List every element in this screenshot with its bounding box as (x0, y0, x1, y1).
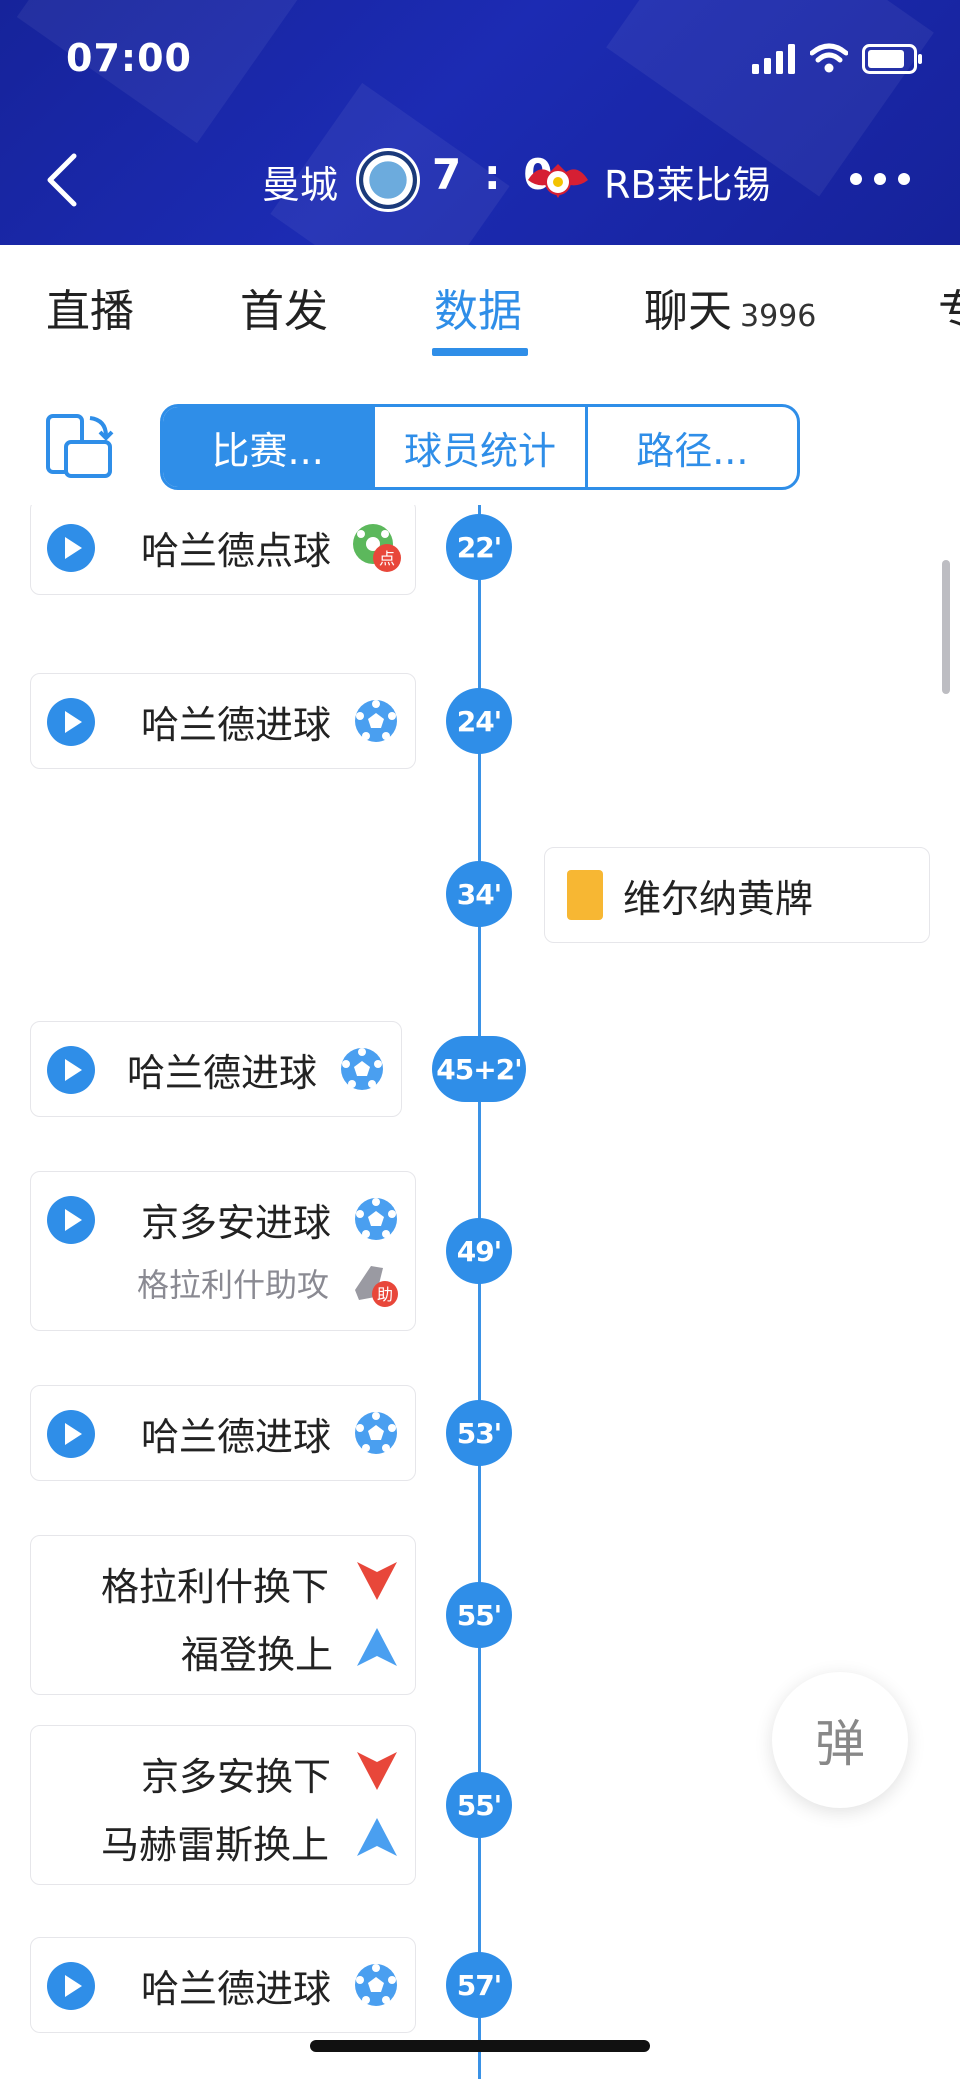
play-video-icon[interactable] (47, 1410, 95, 1458)
yellow-card-icon (567, 870, 603, 920)
home-team-name[interactable]: 曼城 (262, 163, 339, 207)
more-options-icon[interactable] (848, 164, 912, 194)
event-subtext: 福登换上 (181, 1633, 334, 1677)
event-card[interactable]: 哈兰德进球 (30, 673, 416, 769)
event-text: 格拉利什换下 (101, 1565, 330, 1609)
away-team-name[interactable]: RB莱比锡 (604, 163, 771, 207)
segment-row: 比赛... 球员统计 路径... (0, 380, 960, 510)
battery-icon (862, 44, 922, 74)
football-icon (355, 1412, 397, 1454)
home-indicator[interactable] (310, 2040, 650, 2052)
event-text: 维尔纳黄牌 (623, 877, 814, 921)
back-arrow-icon[interactable] (40, 150, 90, 210)
assist-boot-icon: 助 (355, 1266, 398, 1307)
svg-text:助: 助 (377, 1285, 393, 1304)
scrollbar[interactable] (942, 560, 950, 694)
nav-row: 曼城 7 : 0 RB莱比锡 (0, 140, 960, 220)
event-text: 京多安换下 (141, 1755, 332, 1799)
tab-lineup[interactable]: 首发 (240, 286, 328, 337)
event-minute: 34' (446, 861, 512, 927)
event-minute: 24' (446, 688, 512, 754)
chat-count-badge: 3996 (740, 299, 817, 334)
event-minute: 55' (446, 1772, 512, 1838)
penalty-icon: 点 (353, 524, 401, 572)
event-card[interactable]: 京多安进球 格拉利什助攻 助 (30, 1171, 416, 1331)
wifi-icon (810, 43, 848, 73)
status-time: 07:00 (66, 36, 192, 80)
event-text: 哈兰德进球 (141, 1415, 332, 1459)
event-text: 京多安进球 (141, 1201, 332, 1245)
match-header: 07:00 曼城 7 : 0 RB莱比锡 (0, 0, 960, 245)
event-text: 哈兰德进球 (141, 1967, 332, 2011)
segment-path[interactable]: 路径... (636, 428, 749, 473)
event-card: 格拉利什换下 福登换上 (30, 1535, 416, 1695)
event-minute: 53' (446, 1400, 512, 1466)
football-icon (355, 700, 397, 742)
play-video-icon[interactable] (47, 1196, 95, 1244)
event-timeline: 哈兰德点球 点 22' 哈兰德进球 24' 34' 维尔纳黄牌 哈兰德进球 (0, 505, 960, 2079)
event-minute: 49' (446, 1218, 512, 1284)
away-team-crest-icon[interactable] (524, 158, 592, 204)
event-card[interactable]: 哈兰德进球 (30, 1385, 416, 1481)
event-card[interactable]: 哈兰德进球 (30, 1021, 402, 1117)
event-text: 哈兰德进球 (127, 1051, 318, 1095)
segmented-control: 比赛... 球员统计 路径... (160, 404, 800, 490)
event-card: 京多安换下 马赫雷斯换上 (30, 1725, 416, 1885)
svg-text:点: 点 (379, 549, 395, 568)
football-icon (355, 1964, 397, 2006)
sub-out-icon (357, 1562, 397, 1600)
danmu-button[interactable]: 弹 (772, 1672, 908, 1808)
timeline-line (478, 505, 481, 2079)
tab-live[interactable]: 直播 (46, 286, 134, 337)
event-minute: 57' (446, 1952, 512, 2018)
event-text: 哈兰德点球 (141, 529, 332, 573)
event-subtext: 格拉利什助攻 (137, 1266, 330, 1304)
segment-match[interactable]: 比赛... (163, 407, 376, 487)
sub-out-icon (357, 1752, 397, 1790)
event-subtext: 马赫雷斯换上 (101, 1823, 330, 1867)
football-icon (341, 1048, 383, 1090)
play-video-icon[interactable] (47, 1046, 95, 1094)
event-card[interactable]: 哈兰德点球 点 (30, 505, 416, 595)
football-icon (355, 1198, 397, 1240)
sub-in-icon (357, 1818, 397, 1856)
rotate-screen-icon[interactable] (44, 412, 114, 482)
tab-data[interactable]: 数据 (434, 286, 522, 337)
event-card[interactable]: 哈兰德进球 (30, 1937, 416, 2033)
event-minute: 45+2' (432, 1036, 526, 1102)
tab-more[interactable]: 专 (938, 275, 960, 339)
event-minute: 22' (446, 514, 512, 580)
home-team-crest-icon[interactable] (356, 148, 420, 212)
cellular-signal-icon (752, 44, 795, 74)
segment-player-stats[interactable]: 球员统计 (375, 407, 588, 487)
event-text: 哈兰德进球 (141, 703, 332, 747)
play-video-icon[interactable] (47, 698, 95, 746)
event-card[interactable]: 维尔纳黄牌 (544, 847, 930, 943)
play-video-icon[interactable] (47, 1962, 95, 2010)
status-bar: 07:00 (0, 0, 960, 120)
active-tab-indicator (432, 348, 528, 356)
event-minute: 55' (446, 1582, 512, 1648)
play-video-icon[interactable] (47, 524, 95, 572)
sub-in-icon (357, 1628, 397, 1666)
